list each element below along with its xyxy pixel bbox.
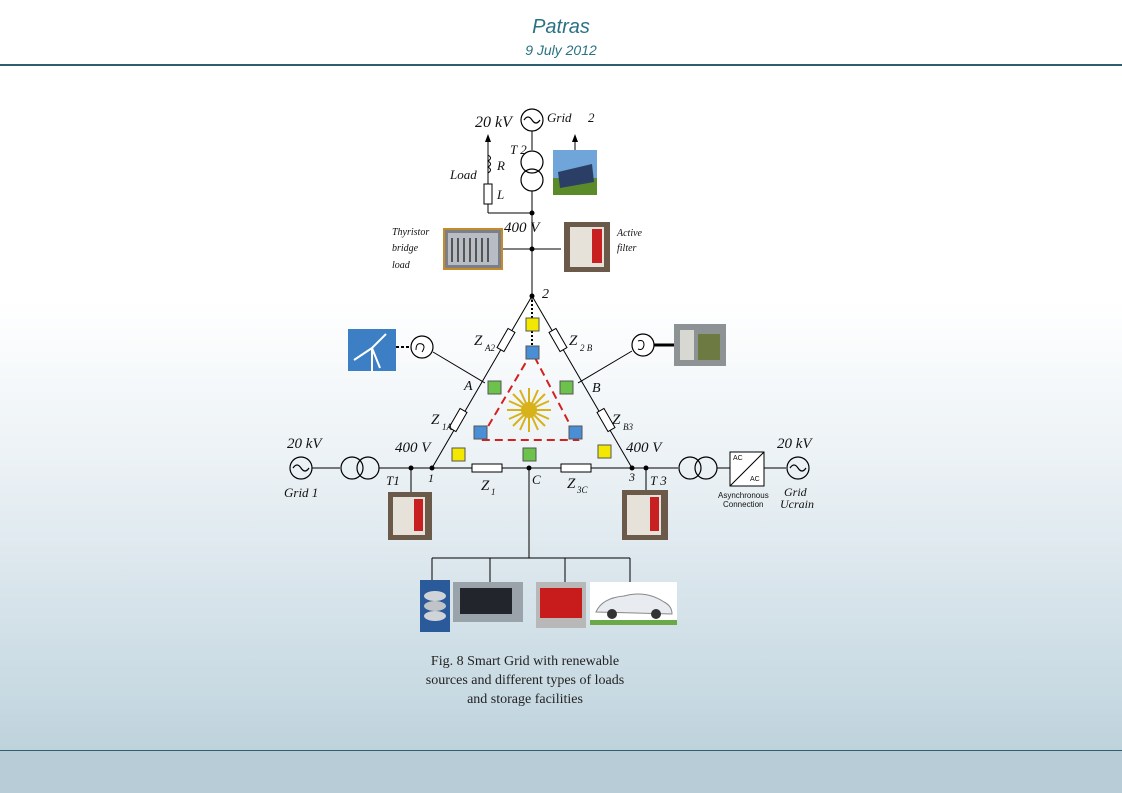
ac-ac-converter xyxy=(729,451,765,487)
label-z2a: Z xyxy=(474,333,483,349)
label-grid1: Grid 1 xyxy=(284,485,318,500)
label-zb3: Z xyxy=(612,412,621,428)
figure-caption: Fig. 8 Smart Grid with renewable sources… xyxy=(380,652,670,709)
label-20kv-right: 20 kV xyxy=(777,436,813,452)
label-t2: T 2 xyxy=(510,142,527,157)
label-active-2: filter xyxy=(617,243,637,254)
sun-emblem xyxy=(507,388,551,432)
header: Patras 9 July 2012 xyxy=(0,0,1122,66)
label-t3: T 3 xyxy=(650,473,667,488)
label-400v-top: 400 V xyxy=(504,220,541,236)
grid-ucrain-source xyxy=(786,456,810,480)
label-thyristor-3: load xyxy=(392,260,411,271)
label-z1a: Z xyxy=(431,412,440,428)
header-title: Patras xyxy=(532,16,590,38)
label-c: C xyxy=(532,472,541,487)
label-l: L xyxy=(496,187,504,202)
label-grid2: Grid xyxy=(547,110,572,125)
control-box-blue-top xyxy=(525,345,540,360)
label-grid-ucrain-1: Grid xyxy=(784,485,808,499)
label-20kv-top: 20 kV xyxy=(475,114,514,131)
grid2-source xyxy=(520,108,544,132)
label-400v-left: 400 V xyxy=(395,440,432,456)
label-a: A xyxy=(463,379,473,394)
control-box-green-left xyxy=(487,380,502,395)
label-ac-bottom: AC xyxy=(750,476,760,483)
label-active-1: Active xyxy=(616,228,643,239)
label-r: R xyxy=(496,158,505,173)
label-thyristor-2: bridge xyxy=(392,243,419,254)
solar-panel-image xyxy=(553,150,597,195)
caption-line-2: sources and different types of loads xyxy=(425,673,625,688)
label-zb3-sub: B3 xyxy=(623,422,633,432)
control-box-yellow-left xyxy=(451,447,466,462)
control-box-yellow-top xyxy=(525,317,540,332)
label-400v-right: 400 V xyxy=(626,440,663,456)
right-active-filter-image xyxy=(622,490,668,540)
header-rule xyxy=(0,64,1122,66)
label-async-1: Asynchronous xyxy=(718,491,769,500)
transformer-t3 xyxy=(678,456,718,480)
flywheel-storage-image xyxy=(420,580,450,632)
label-b: B xyxy=(592,381,601,396)
label-z2b-sub: 2 B xyxy=(580,343,593,353)
label-z2a-sub: A2 xyxy=(484,343,495,353)
footer-rule xyxy=(0,750,1122,751)
label-load: Load xyxy=(449,167,477,182)
wind-turbine-image xyxy=(348,329,396,371)
label-async-2: Connection xyxy=(723,500,763,509)
footer-band xyxy=(0,751,1122,793)
battery-engine-image xyxy=(453,582,523,622)
grid1-source xyxy=(289,456,313,480)
control-box-blue-right xyxy=(568,425,583,440)
caption-line-1: Fig. 8 Smart Grid with renewable xyxy=(430,654,620,669)
generator-set-image xyxy=(536,582,586,628)
header-date: 9 July 2012 xyxy=(525,42,597,58)
label-z3c-sub: 3C xyxy=(576,485,589,495)
generator-image xyxy=(674,324,726,366)
control-box-blue-left xyxy=(473,425,488,440)
active-filter-image xyxy=(564,222,610,272)
label-20kv-left: 20 kV xyxy=(287,436,323,452)
label-z1a-sub: 1A xyxy=(442,422,453,432)
label-node-1: 1 xyxy=(428,471,434,485)
label-z3c: Z xyxy=(567,476,576,492)
label-node-2: 2 xyxy=(542,287,549,302)
thyristor-bridge-image xyxy=(443,228,503,270)
caption-line-3: and storage facilities xyxy=(467,692,583,707)
label-t1: T1 xyxy=(386,473,400,488)
label-z1-sub: 1 xyxy=(491,487,496,497)
label-grid2-num: 2 xyxy=(588,110,595,125)
label-ac-top: AC xyxy=(733,455,743,462)
dashed-control-triangle xyxy=(478,349,580,441)
control-box-yellow-right xyxy=(597,444,612,459)
label-thyristor-1: Thyristor xyxy=(392,227,429,238)
control-box-green-right xyxy=(559,380,574,395)
label-node-3: 3 xyxy=(628,470,635,484)
label-z1: Z xyxy=(481,478,490,494)
transformer-t2 xyxy=(520,150,544,192)
control-box-green-bottom xyxy=(522,447,537,462)
label-grid-ucrain-2: Ucrain xyxy=(780,497,814,511)
left-active-filter-image xyxy=(388,492,432,540)
electric-car-image xyxy=(590,582,677,625)
label-z2b: Z xyxy=(569,333,578,349)
